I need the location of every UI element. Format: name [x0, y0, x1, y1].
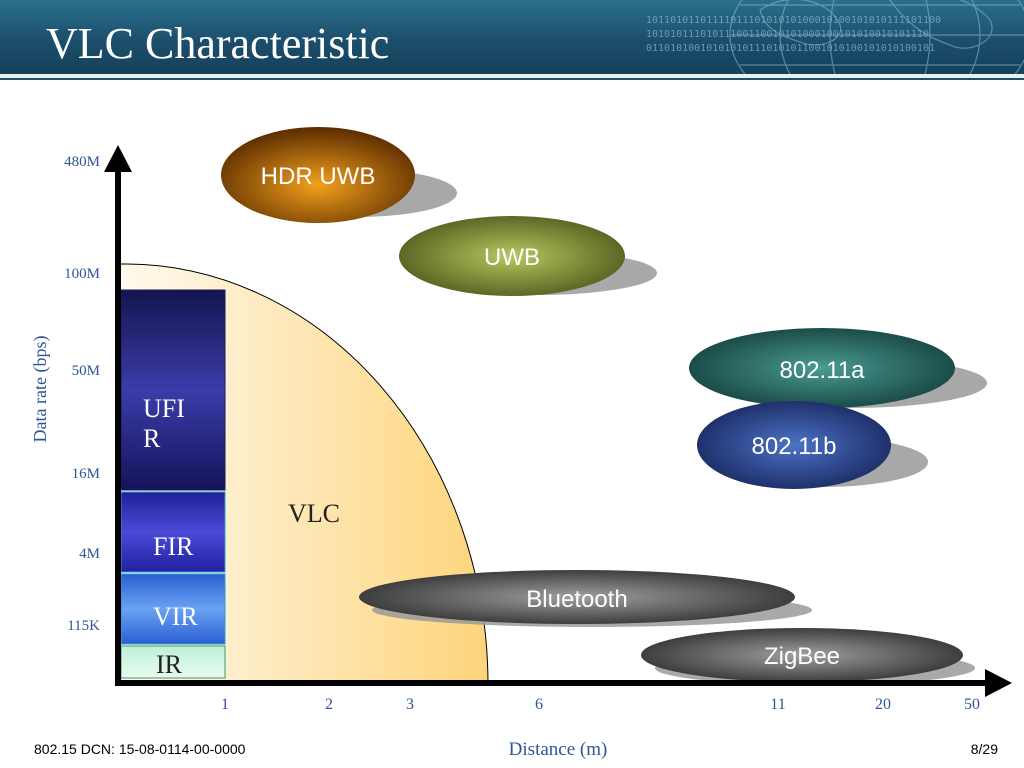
zigbee-label: ZigBee — [764, 643, 840, 670]
802-11a-label: 802.11a — [780, 357, 866, 384]
y-tick-label: 115K — [67, 618, 100, 634]
vir-label: VIR — [153, 602, 198, 631]
binary-line: 1011010110111101110101010100010100101010… — [646, 15, 942, 26]
document-id: 802.15 DCN: 15-08-0114-00-0000 — [34, 741, 246, 757]
uwb-label: UWB — [484, 244, 540, 271]
ufir-label-line1: UFI — [143, 394, 185, 423]
binary-line: 1010101110101110011001010100010010101001… — [646, 29, 929, 40]
uwb-ellipse — [399, 216, 625, 296]
802-11b-ellipse — [697, 401, 891, 489]
x-tick-label: 1 — [221, 696, 229, 713]
x-tick-label: 3 — [406, 696, 414, 713]
vlc-label: VLC — [288, 499, 340, 528]
slide-title: VLC Characteristic — [46, 19, 390, 68]
binary-pattern: 1011010110111101110101010100010100101010… — [646, 14, 1024, 56]
x-axis-title: Distance (m) — [509, 739, 608, 760]
y-axis-arrowhead — [104, 145, 132, 172]
title-banner: 1011010110111101110101010100010100101010… — [0, 0, 1024, 74]
x-tick-label: 6 — [535, 696, 543, 713]
802-11a-ellipse — [689, 328, 955, 408]
hdr-uwb-label: HDR UWB — [261, 163, 376, 190]
zigbee-ellipse — [641, 628, 963, 682]
y-tick-label: 16M — [72, 466, 100, 482]
ir-label: IR — [156, 650, 183, 679]
x-tick-label: 11 — [770, 696, 785, 713]
y-tick-label: 480M — [64, 154, 100, 170]
globe-graphic — [729, 0, 1024, 74]
hdr-uwb-ellipse — [221, 127, 415, 223]
x-axis-arrowhead — [985, 669, 1012, 697]
x-tick-label: 50 — [964, 696, 980, 713]
ir-band — [120, 645, 226, 679]
y-axis-title: Data rate (bps) — [30, 336, 51, 443]
ufir-band — [120, 289, 226, 491]
bluetooth-label: Bluetooth — [526, 586, 627, 613]
vir-band — [120, 573, 226, 645]
y-tick-label: 4M — [79, 546, 100, 562]
y-tick-label: 100M — [64, 266, 100, 282]
y-tick-label: 50M — [72, 363, 100, 379]
ufir-label-line2: R — [143, 424, 161, 453]
x-tick-label: 2 — [325, 696, 333, 713]
bluetooth-ellipse — [359, 570, 795, 624]
fir-label: FIR — [153, 532, 194, 561]
ufir-label: UFI R — [143, 394, 191, 453]
802-11b-label: 802.11b — [752, 433, 837, 460]
fir-band — [120, 491, 226, 573]
banner-divider — [0, 74, 1024, 80]
page-number: 8/29 — [970, 741, 998, 757]
binary-line: 0110101001010101011101010110010101001010… — [646, 43, 935, 54]
x-tick-label: 20 — [875, 696, 891, 713]
